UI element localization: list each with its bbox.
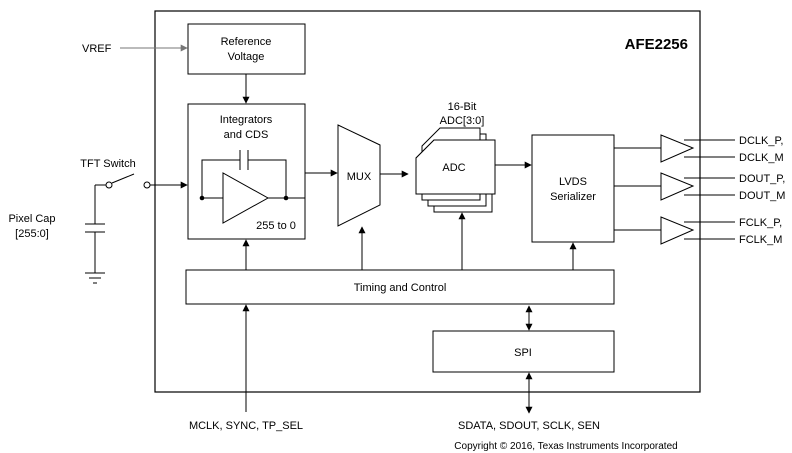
fclk-p-label: FCLK_P, <box>739 217 782 229</box>
adc-bits-label: 16-Bit <box>448 101 477 113</box>
vref-label: VREF <box>82 43 112 55</box>
chip-name: AFE2256 <box>625 36 688 53</box>
mux-block <box>337 124 381 227</box>
fclk-m-label: FCLK_M <box>739 234 782 246</box>
timing-label: Timing and Control <box>354 282 447 294</box>
tft-switch <box>95 173 188 189</box>
adc-block <box>415 139 496 195</box>
ground-icon <box>85 272 105 284</box>
spi-label: SPI <box>514 347 532 359</box>
adc-label: ADC <box>442 162 465 174</box>
lvds-label: LVDS <box>559 176 587 188</box>
adc-channels-label: ADC[3:0] <box>440 115 485 127</box>
dout-m-label: DOUT_M <box>739 190 785 202</box>
cds-label: and CDS <box>224 129 269 141</box>
pixel-cap-label: Pixel Cap <box>8 213 55 225</box>
copyright-text: Copyright © 2016, Texas Instruments Inco… <box>454 441 677 452</box>
integrators-label: Integrators <box>220 114 273 126</box>
reference-voltage-block <box>187 23 306 75</box>
tft-switch-label: TFT Switch <box>80 158 135 170</box>
mux-label: MUX <box>347 171 372 183</box>
clock-pins-label: MCLK, SYNC, TP_SEL <box>189 420 303 432</box>
dclk-p-label: DCLK_P, <box>739 135 783 147</box>
integrator-circuit <box>199 150 305 224</box>
dout-p-label: DOUT_P, <box>739 173 785 185</box>
pixel-cap-range: [255:0] <box>15 228 49 240</box>
timing-control-block <box>185 269 615 305</box>
voltage-label: Voltage <box>228 51 265 63</box>
spi-block <box>432 330 615 373</box>
output-buffers <box>614 134 735 245</box>
serializer-label: Serializer <box>550 191 596 203</box>
reference-label: Reference <box>221 36 272 48</box>
lvds-serializer-block <box>531 134 615 243</box>
spi-pins-label: SDATA, SDOUT, SCLK, SEN <box>458 420 600 432</box>
dclk-m-label: DCLK_M <box>739 152 784 164</box>
integrator-range-label: 255 to 0 <box>256 220 296 232</box>
pixel-capacitor <box>85 185 105 273</box>
